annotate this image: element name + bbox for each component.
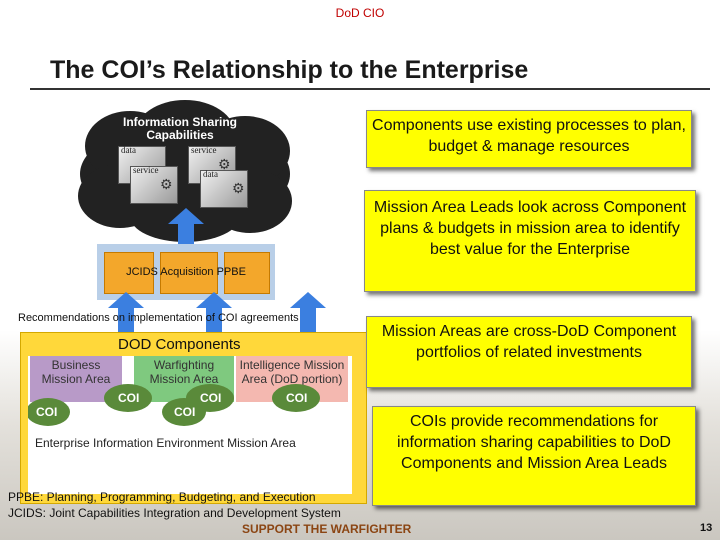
coi-badge: COI <box>118 391 139 405</box>
callout-components: Components use existing processes to pla… <box>366 110 692 168</box>
arrow-shaft <box>300 306 316 334</box>
recommendations-text: Recommendations on implementation of COI… <box>18 312 299 324</box>
jcids-label: JCIDS <box>126 266 158 278</box>
callout-mission-areas: Mission Areas are cross-DoD Component po… <box>366 316 692 388</box>
acquisition-label: Acquisition <box>160 266 213 278</box>
gear-icon: ⚙ <box>160 176 173 193</box>
callout-mission-area-leads: Mission Area Leads look across Component… <box>364 190 696 292</box>
up-arrow-icon <box>196 292 232 308</box>
gear-icon: ⚙ <box>232 180 245 197</box>
page-number: 13 <box>700 522 712 534</box>
coi-badge: COI <box>174 405 195 419</box>
coi-badge: COI <box>286 391 307 405</box>
header-label: DoD CIO <box>0 6 720 20</box>
page-title: The COI’s Relationship to the Enterprise <box>50 56 528 85</box>
coi-badge: COI <box>200 391 221 405</box>
footnote-jcids: JCIDS: Joint Capabilities Integration an… <box>8 506 341 520</box>
gear-icon: ⚙ <box>218 156 231 173</box>
up-arrow-icon <box>168 208 204 224</box>
eie-mission-area-label: Enterprise Information Environment Missi… <box>35 436 296 450</box>
footer-slogan: SUPPORT THE WARFIGHTER <box>242 522 411 536</box>
coi-badge: COI <box>36 405 57 419</box>
cloud-title: Information Sharing Capabilities <box>110 116 250 142</box>
callout-cois: COIs provide recommendations for informa… <box>372 406 696 506</box>
title-rule <box>30 88 710 90</box>
ppbe-label: PPBE <box>217 266 246 278</box>
arrow-shaft <box>178 222 194 246</box>
up-arrow-icon <box>108 292 144 308</box>
dod-components-title: DOD Components <box>118 336 241 353</box>
process-labels: JCIDS Acquisition PPBE <box>97 266 275 278</box>
up-arrow-icon <box>290 292 326 308</box>
footnote-ppbe: PPBE: Planning, Programming, Budgeting, … <box>8 490 316 504</box>
